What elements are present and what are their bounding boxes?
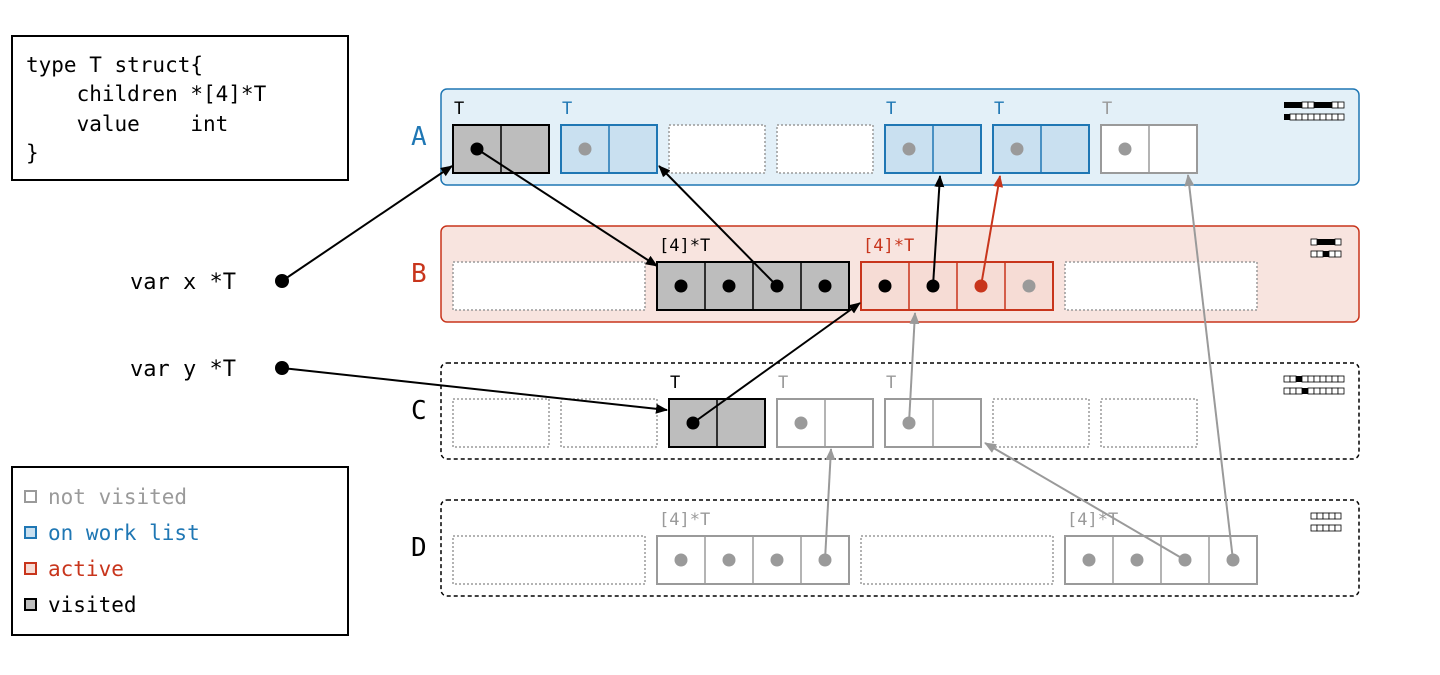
pointer-dot [1010, 142, 1024, 156]
free-slot [452, 398, 550, 448]
arrow-red [980, 175, 1004, 287]
object-type-label: T [1102, 99, 1112, 119]
code-line: type T struct{ [26, 53, 203, 77]
object-type-label: T [778, 373, 788, 393]
free-slot [452, 261, 646, 311]
object-a5 [1100, 124, 1198, 174]
bitmap-icon [1310, 512, 1342, 532]
pointer-dot [674, 279, 688, 293]
pointer-arrows [281, 148, 1234, 561]
legend: not visited on work list active visited [11, 466, 349, 636]
var-y-label: var y *T [130, 357, 236, 382]
span-d: D [4]*T [4]*T [411, 499, 1360, 597]
object-a1 [452, 124, 550, 174]
arrow-black [281, 367, 668, 414]
pointer-dot [722, 553, 736, 567]
object-type-label: [4]*T [863, 236, 914, 256]
arrow-gray [908, 312, 920, 424]
legend-swatch-not-visited [24, 490, 37, 503]
object-c2 [776, 398, 874, 448]
object-a4 [992, 124, 1090, 174]
arrow-black [476, 148, 658, 267]
object-a2 [560, 124, 658, 174]
free-slot [776, 124, 874, 174]
object-type-label: T [670, 373, 680, 393]
span-label-a: A [411, 122, 427, 152]
pointer-dot [902, 142, 916, 156]
pointer-dot [818, 279, 832, 293]
free-slot [452, 535, 646, 585]
free-slot [1064, 261, 1258, 311]
arrow-gray [984, 442, 1186, 561]
object-b1 [656, 261, 850, 311]
span-label-d: D [411, 533, 427, 563]
pointer-dot [1022, 279, 1036, 293]
var-x-label: var x *T [130, 270, 236, 295]
code-box: type T struct{ children *[4]*T value int… [11, 35, 349, 181]
object-c1 [668, 398, 766, 448]
pointer-dot [794, 416, 808, 430]
pointer-dot [878, 279, 892, 293]
bitmap-icon [1284, 101, 1345, 121]
object-type-label: T [886, 99, 896, 119]
legend-swatch-on-work-list [24, 526, 37, 539]
object-d2 [1064, 535, 1258, 585]
legend-label: active [48, 557, 124, 581]
arrow-black [281, 165, 453, 282]
object-type-label: [4]*T [659, 236, 710, 256]
legend-label: not visited [48, 485, 187, 509]
object-c3 [884, 398, 982, 448]
arrow-black [932, 175, 945, 287]
pointer-dot [1130, 553, 1144, 567]
object-type-label: T [562, 99, 572, 119]
object-a3 [884, 124, 982, 174]
pointer-dot [1082, 553, 1096, 567]
legend-label: on work list [48, 521, 200, 545]
span-b: B [4]*T [4]*T [411, 225, 1360, 323]
bitmap-icon [1310, 238, 1342, 258]
object-b2 [860, 261, 1054, 311]
span-c: C T T T [411, 362, 1360, 460]
arrow-gray [1184, 174, 1234, 561]
pointer-dot [674, 553, 688, 567]
object-type-label: T [454, 99, 464, 119]
pointer-dot [578, 142, 592, 156]
arrow-black [658, 165, 778, 287]
object-type-label: [4]*T [659, 510, 710, 530]
pointer-dot [770, 553, 784, 567]
object-type-label: [4]*T [1067, 510, 1118, 530]
span-a: A T T T T [411, 88, 1360, 186]
object-d1 [656, 535, 850, 585]
code-line: value int [26, 112, 228, 136]
object-type-label: T [994, 99, 1004, 119]
object-type-label: T [886, 373, 896, 393]
free-slot [860, 535, 1054, 585]
span-label-c: C [411, 396, 427, 426]
bitmap-icon [1283, 375, 1345, 395]
code-line: } [26, 141, 39, 165]
free-slot [992, 398, 1090, 448]
legend-label: visited [48, 593, 137, 617]
legend-swatch-visited [24, 598, 37, 611]
free-slot [1100, 398, 1198, 448]
span-label-b: B [411, 259, 427, 289]
free-slot [668, 124, 766, 174]
code-line: children *[4]*T [26, 82, 267, 106]
arrow-gray [824, 448, 836, 561]
pointer-dot [722, 279, 736, 293]
pointer-dot [1118, 142, 1132, 156]
free-slot [560, 398, 658, 448]
arrow-black [692, 302, 861, 424]
legend-swatch-active [24, 562, 37, 575]
